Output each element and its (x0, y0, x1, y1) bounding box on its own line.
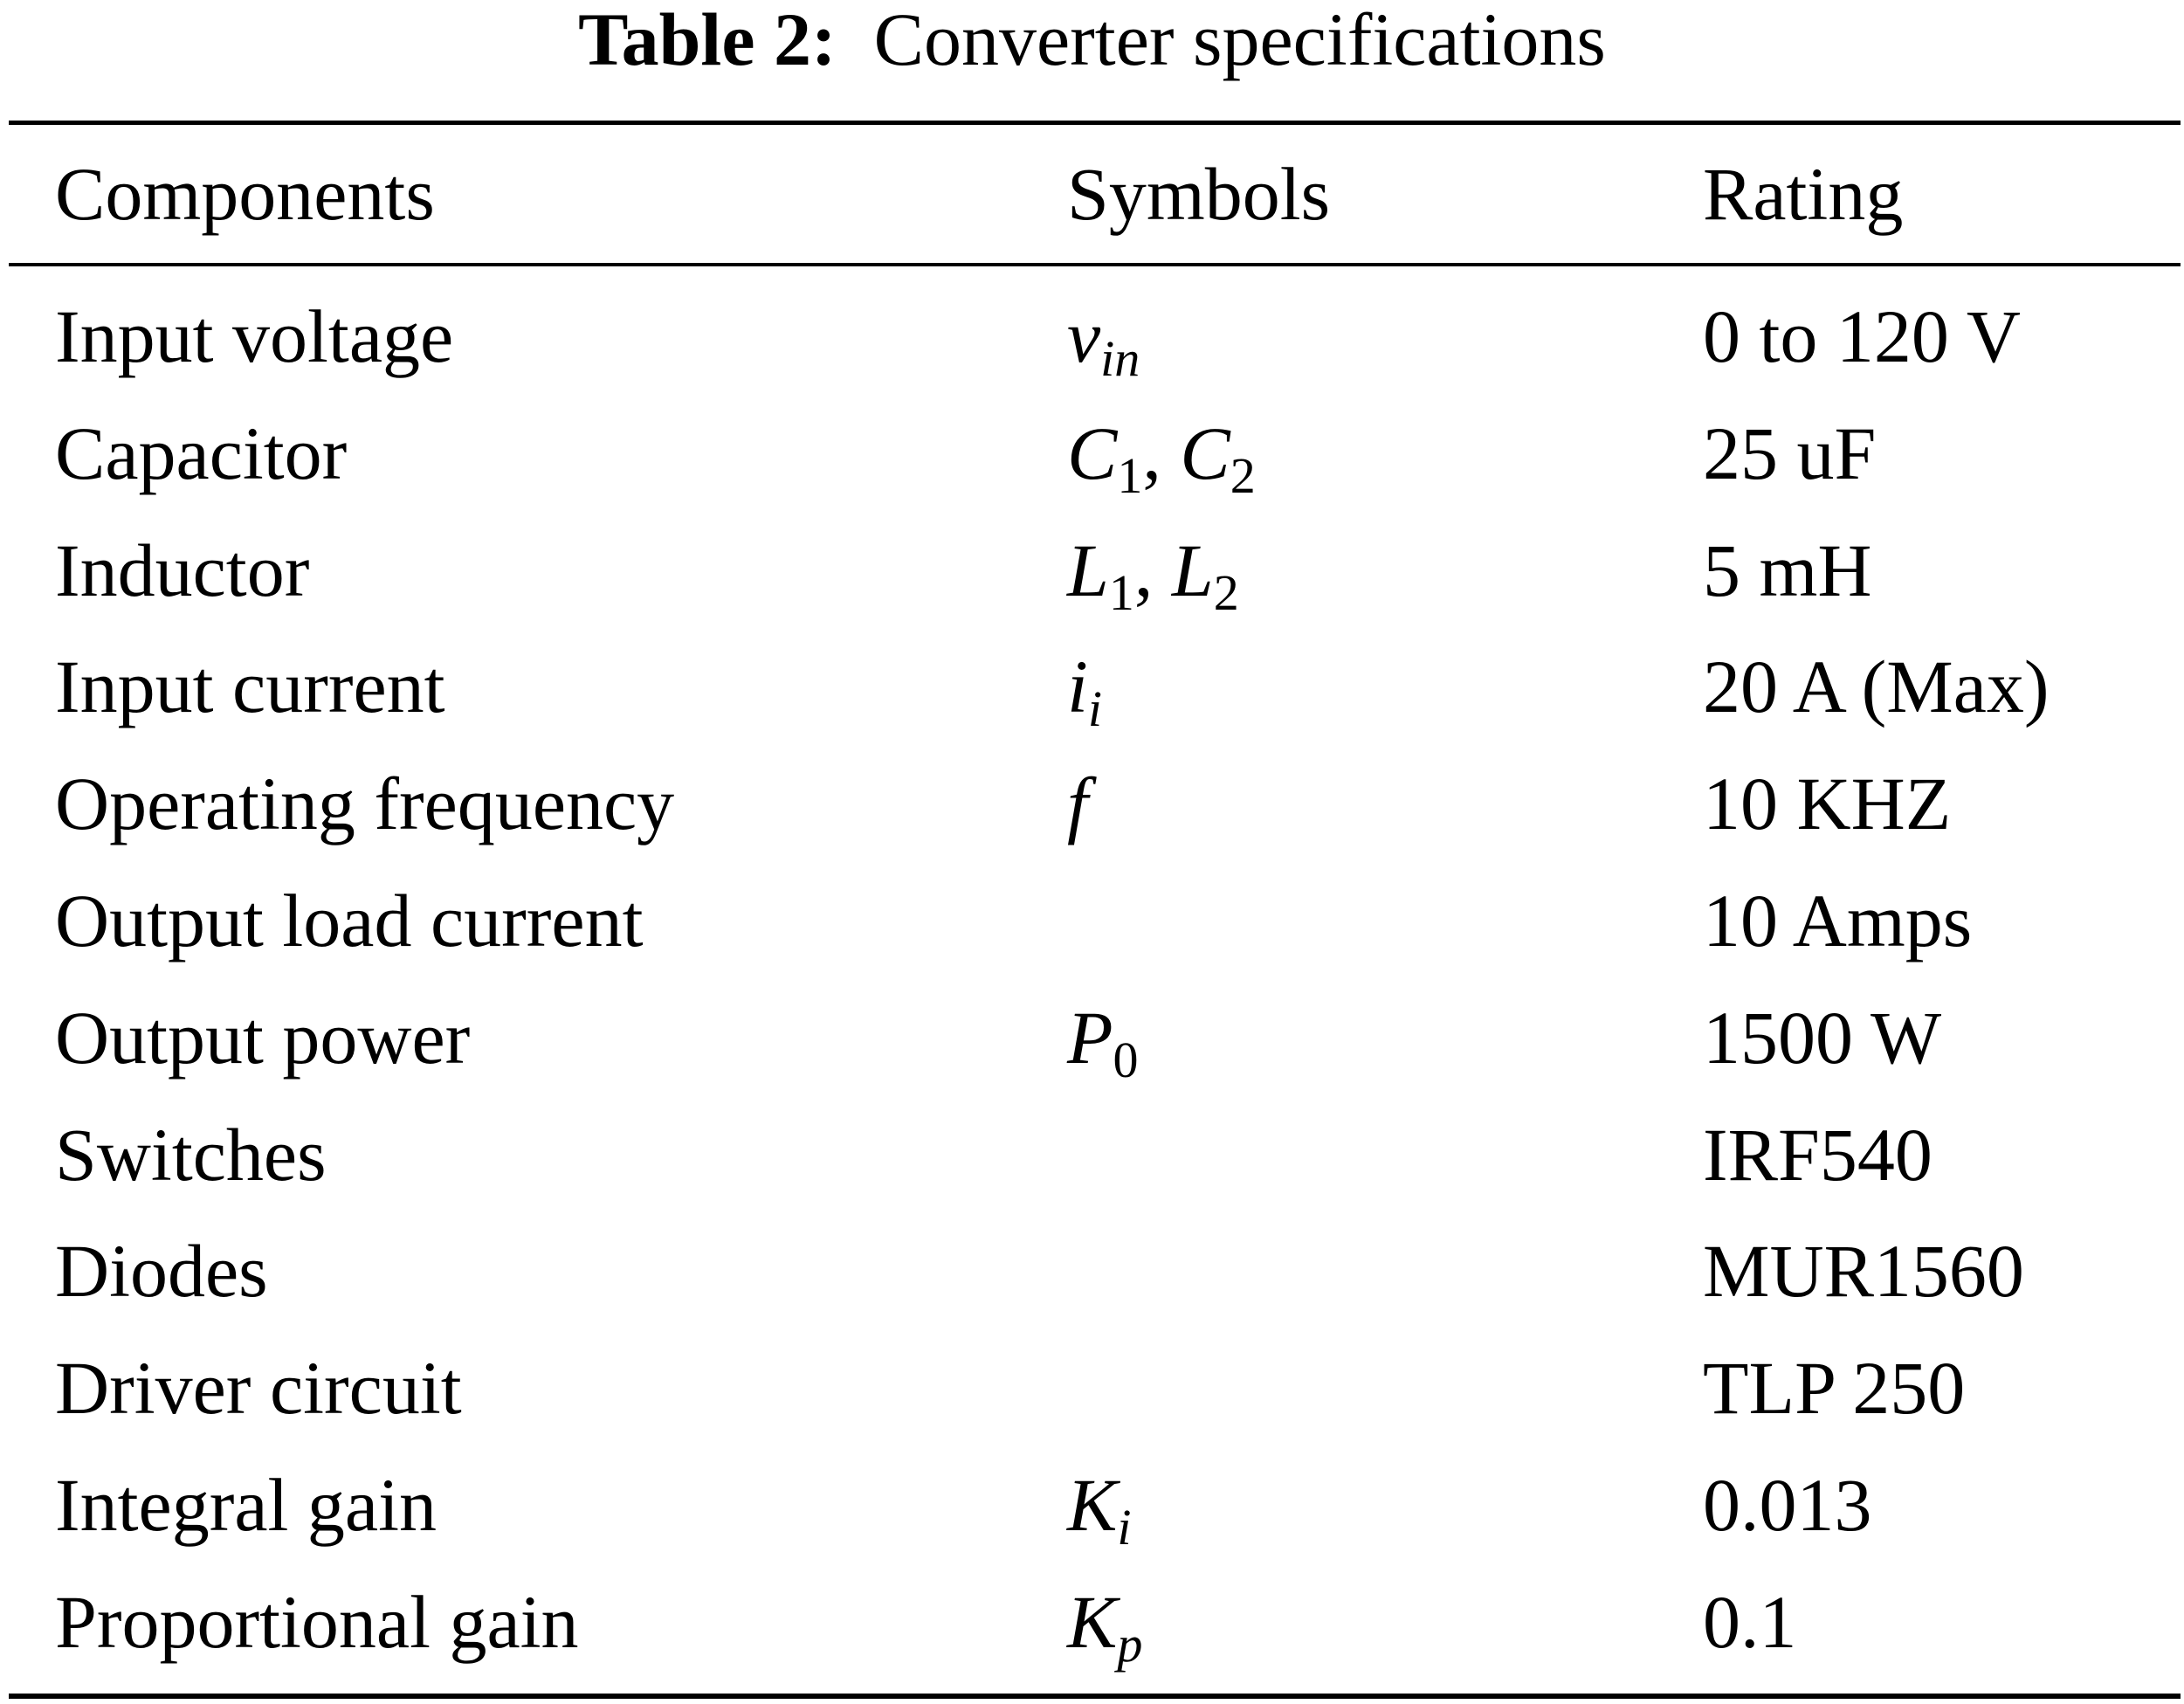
cell-symbol: f (1067, 762, 1088, 845)
cell-symbol: P0 (1067, 996, 1139, 1088)
cell-rating: 5 mH (1703, 528, 1872, 612)
cell-symbol: Ki (1067, 1463, 1132, 1556)
cell-symbol: Kp (1067, 1580, 1143, 1673)
cell-component: Output load current (55, 879, 644, 962)
cell-rating: 20 A (Max) (1703, 645, 2050, 728)
cell-rating: MUR1560 (1703, 1229, 2024, 1313)
cell-component: Integral gain (55, 1463, 437, 1547)
cell-component: Switches (55, 1113, 327, 1197)
bottom-rule (9, 1694, 2181, 1699)
cell-component: Proportional gain (55, 1580, 579, 1664)
header-rule (9, 263, 2181, 266)
caption-text: Converter specifications (873, 0, 1606, 81)
cell-rating: 1500 W (1703, 996, 1942, 1080)
cell-rating: IRF540 (1703, 1113, 1933, 1197)
caption-label: Table 2: (578, 0, 837, 81)
cell-component: Operating frequency (55, 762, 675, 845)
header-components: Components (55, 152, 435, 236)
cell-symbol: C1, C2 (1067, 411, 1256, 504)
cell-rating: 0 to 120 V (1703, 294, 2021, 378)
cell-component: Output power (55, 996, 471, 1080)
cell-component: Diodes (55, 1229, 268, 1313)
cell-component: Input voltage (55, 294, 454, 378)
table-caption: Table 2: Converter specifications (0, 0, 2184, 79)
cell-component: Input current (55, 645, 445, 728)
cell-rating: 0.013 (1703, 1463, 1872, 1547)
cell-rating: 25 uF (1703, 411, 1877, 495)
top-rule (9, 121, 2181, 125)
header-rating: Rating (1703, 152, 1904, 236)
cell-component: Driver circuit (55, 1346, 462, 1430)
cell-rating: 10 KHZ (1703, 762, 1952, 845)
cell-symbol: L1, L2 (1067, 528, 1239, 621)
cell-component: Inductor (55, 528, 310, 612)
cell-symbol: ii (1067, 645, 1103, 737)
cell-rating: 10 Amps (1703, 879, 1973, 962)
cell-symbol: vin (1067, 294, 1140, 387)
cell-component: Capacitor (55, 411, 348, 495)
header-symbols: Symbols (1067, 152, 1331, 236)
cell-rating: 0.1 (1703, 1580, 1797, 1664)
cell-rating: TLP 250 (1703, 1346, 1966, 1430)
